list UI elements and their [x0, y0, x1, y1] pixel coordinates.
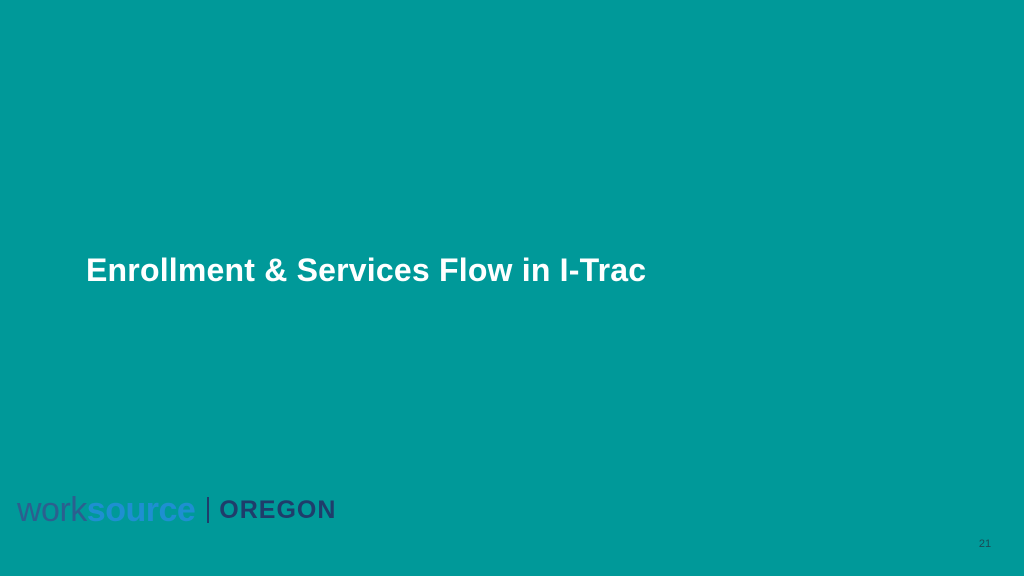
logo-source-text: source [86, 490, 196, 529]
logo-oregon-text: OREGON [219, 495, 337, 524]
logo-divider [207, 497, 210, 523]
logo-work-text: work [17, 490, 87, 529]
page-number: 21 [978, 538, 992, 550]
slide-title: Enrollment & Services Flow in I-Trac [86, 252, 647, 288]
